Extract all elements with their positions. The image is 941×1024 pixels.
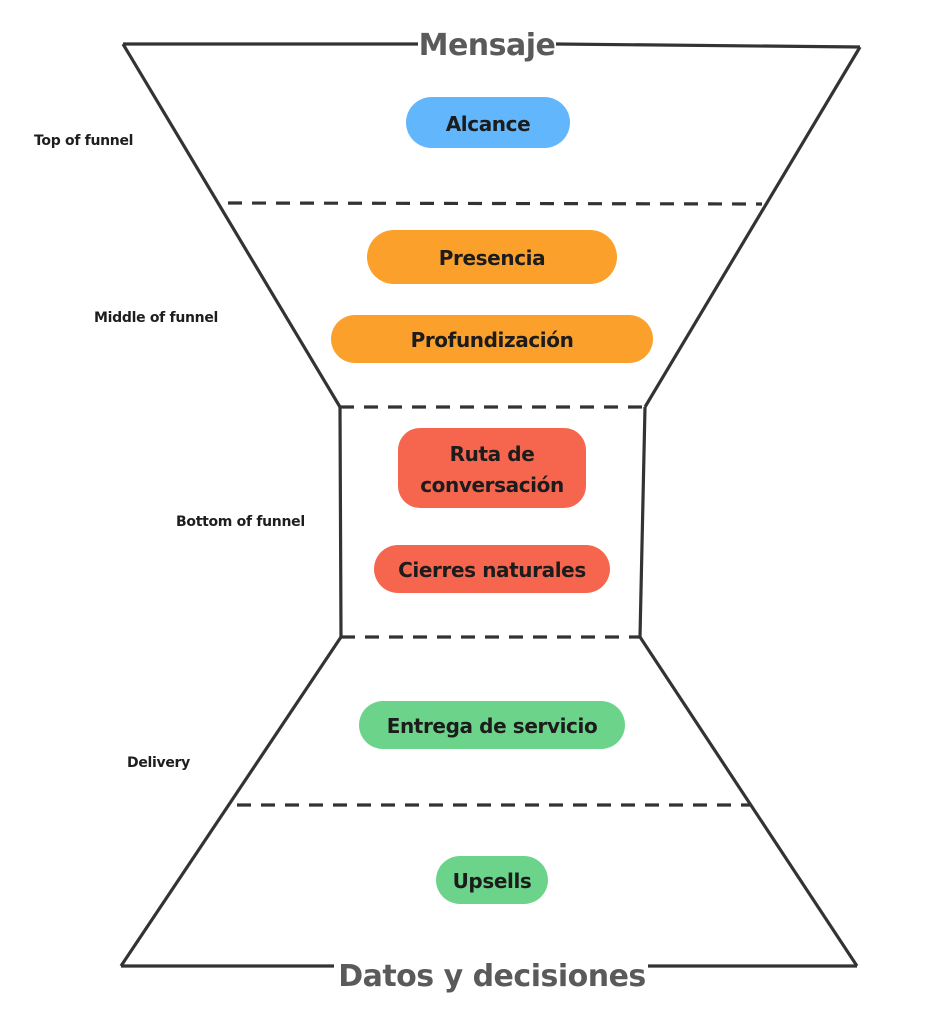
pill-background <box>406 97 570 148</box>
stage-label-top: Top of funnel <box>34 133 133 149</box>
pill-background <box>331 315 653 363</box>
top-title: Mensaje <box>419 28 556 63</box>
pill-background <box>398 428 586 508</box>
funnel-right-upper-side <box>643 46 862 408</box>
pill-label-line2: conversación <box>420 473 564 497</box>
pill-upsells: Upsells <box>436 856 548 904</box>
funnel-left-lower-side <box>119 636 343 967</box>
stage-label-middle: Middle of funnel <box>94 310 218 326</box>
neck-left-side <box>338 406 343 638</box>
pill-label: Upsells <box>453 869 532 893</box>
bottom-title: Datos y decisiones <box>338 959 646 994</box>
pill-background <box>367 230 617 284</box>
pill-ruta-de-conversacion: Ruta de conversación <box>398 428 586 508</box>
pill-cierres-naturales: Cierres naturales <box>374 545 610 593</box>
pill-label: Profundización <box>411 328 574 352</box>
divider-top-middle <box>227 201 763 206</box>
pill-label: Cierres naturales <box>398 558 586 582</box>
pill-entrega-de-servicio: Entrega de servicio <box>359 701 625 749</box>
funnel-right-lower-side <box>638 636 859 967</box>
pill-background <box>359 701 625 749</box>
pill-background <box>374 545 610 593</box>
pill-alcance: Alcance <box>406 97 570 148</box>
stage-label-bottom: Bottom of funnel <box>176 514 305 530</box>
top-edge-right <box>555 42 861 49</box>
pill-background <box>436 856 548 904</box>
pill-label-line1: Ruta de <box>450 442 535 466</box>
pill-label: Alcance <box>446 112 531 136</box>
pill-profundizacion: Profundización <box>331 315 653 363</box>
stage-label-delivery: Delivery <box>127 755 190 771</box>
pill-label: Presencia <box>439 246 545 270</box>
funnel-left-upper-side <box>121 43 342 408</box>
pill-label: Entrega de servicio <box>387 714 598 738</box>
neck-right-side <box>638 406 647 638</box>
pill-presencia: Presencia <box>367 230 617 284</box>
